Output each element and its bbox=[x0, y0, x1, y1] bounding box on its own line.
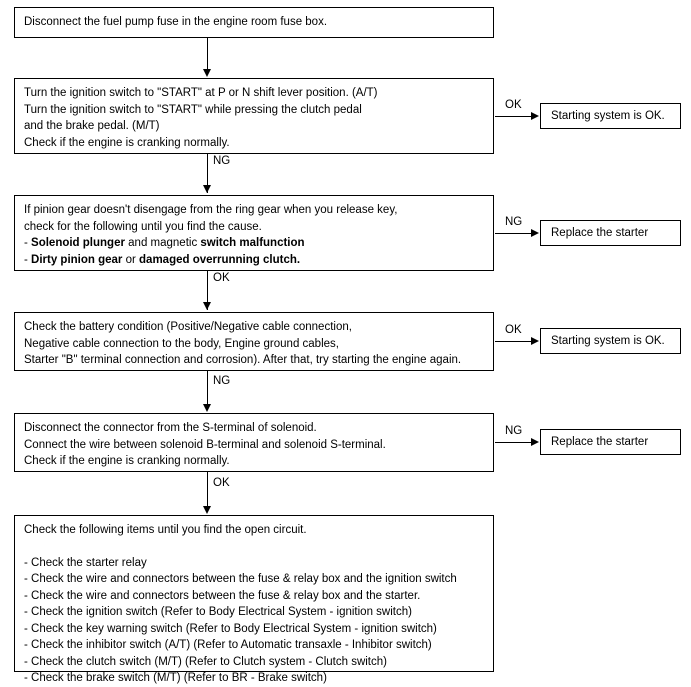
result4-label: Replace the starter bbox=[551, 435, 649, 448]
branch-label-ok-2: OK bbox=[505, 324, 522, 336]
edge-step1-step2-line bbox=[207, 38, 208, 70]
edge-step5-step6-line bbox=[207, 472, 208, 508]
step3-line4-mid: or bbox=[122, 253, 140, 266]
step4-line-2: Negative cable connection to the body, E… bbox=[24, 337, 339, 350]
edge-step5-step6-arrow bbox=[203, 506, 211, 514]
step3-line4-bold-1: Dirty pinion gear bbox=[31, 253, 123, 266]
node-result3[interactable]: Starting system is OK. bbox=[540, 328, 681, 354]
node-result1[interactable]: Starting system is OK. bbox=[540, 103, 681, 129]
node-result2[interactable]: Replace the starter bbox=[540, 220, 681, 246]
node-step2[interactable]: Turn the ignition switch to "START" at P… bbox=[14, 78, 494, 154]
step2-line-4: Check if the engine is cranking normally… bbox=[24, 136, 230, 149]
step3-line-2: check for the following until you find t… bbox=[24, 220, 262, 233]
step6-item-4: - Check the ignition switch (Refer to Bo… bbox=[24, 606, 412, 618]
step6-item-6: - Check the inhibitor switch (A/T) (Refe… bbox=[24, 639, 432, 651]
step6-spacer bbox=[24, 539, 484, 555]
step6-item-8: - Check the brake switch (M/T) (Refer to… bbox=[24, 672, 327, 684]
node-step4[interactable]: Check the battery condition (Positive/Ne… bbox=[14, 312, 494, 371]
step3-line4-bold-2: damaged overrunning clutch. bbox=[139, 253, 301, 266]
step5-line-3: Check if the engine is cranking normally… bbox=[24, 455, 230, 467]
node-step3[interactable]: If pinion gear doesn't disengage from th… bbox=[14, 195, 494, 271]
step6-heading: Check the following items until you find… bbox=[24, 524, 307, 536]
node-step5[interactable]: Disconnect the connector from the S-term… bbox=[14, 413, 494, 472]
step6-item-2: - Check the wire and connectors between … bbox=[24, 573, 457, 585]
step3-line3-mid: and magnetic bbox=[124, 237, 201, 249]
step4-line-3: Starter "B" terminal connection and corr… bbox=[24, 354, 462, 366]
step2-line-3: and the brake pedal. (M/T) bbox=[24, 120, 160, 132]
step3-line3-prefix: - bbox=[24, 237, 32, 249]
branch-label-ng-1: NG bbox=[505, 216, 523, 228]
branch-step3-result2-line bbox=[495, 233, 533, 234]
step4-line-1: Check the battery condition (Positive/Ne… bbox=[24, 321, 352, 333]
edge-step3-step4-arrow bbox=[203, 302, 211, 310]
step3-line3-bold-1: Solenoid plunger bbox=[31, 237, 125, 249]
step1-line-1: Disconnect the fuel pump fuse in the eng… bbox=[24, 16, 328, 28]
edge-label-ng-2: NG bbox=[213, 375, 231, 387]
step6-item-3: - Check the wire and connectors between … bbox=[24, 589, 421, 602]
step5-line-2: Connect the wire between solenoid B-term… bbox=[24, 438, 386, 451]
edge-step2-step3-line bbox=[207, 154, 208, 193]
step6-item-1: - Check the starter relay bbox=[24, 556, 147, 569]
branch-step4-result3-line bbox=[495, 341, 533, 342]
step6-item-7: - Check the clutch switch (M/T) (Refer t… bbox=[24, 655, 387, 668]
branch-step3-result2-arrow bbox=[531, 228, 539, 237]
step2-line-1: Turn the ignition switch to "START" at P… bbox=[24, 87, 378, 99]
edge-step4-step5-line bbox=[207, 371, 208, 405]
step3-line-3: - Solenoid plunger and magnetic switch m… bbox=[24, 235, 484, 252]
branch-label-ok-1: OK bbox=[505, 99, 522, 111]
branch-step2-result1-arrow bbox=[531, 111, 539, 120]
branch-step5-result4-arrow bbox=[531, 437, 539, 446]
node-step6[interactable]: Check the following items until you find… bbox=[14, 515, 494, 684]
node-result4[interactable]: Replace the starter bbox=[540, 429, 681, 455]
edge-step3-step4-line bbox=[207, 271, 208, 310]
step3-line-1: If pinion gear doesn't disengage from th… bbox=[24, 204, 398, 216]
step3-line4-prefix: - bbox=[24, 253, 32, 266]
result1-label: Starting system is OK. bbox=[551, 109, 665, 122]
edge-label-ok-1: OK bbox=[213, 272, 230, 284]
node-step1[interactable]: Disconnect the fuel pump fuse in the eng… bbox=[14, 7, 494, 38]
step5-line-1: Disconnect the connector from the S-term… bbox=[24, 422, 317, 434]
result3-label: Starting system is OK. bbox=[551, 334, 665, 347]
edge-label-ng-1: NG bbox=[213, 155, 231, 167]
branch-step2-result1-line bbox=[495, 116, 533, 117]
step3-line3-bold-2: switch malfunction bbox=[200, 237, 305, 249]
edge-step2-step3-arrow bbox=[203, 185, 211, 193]
branch-step4-result3-arrow bbox=[531, 336, 539, 345]
branch-step5-result4-line bbox=[495, 442, 533, 443]
step2-line-2: Turn the ignition switch to "START" whil… bbox=[24, 103, 362, 116]
edge-step4-step5-arrow bbox=[203, 404, 211, 412]
edge-step1-step2-arrow bbox=[203, 69, 211, 77]
step6-item-5: - Check the key warning switch (Refer to… bbox=[24, 622, 437, 635]
step3-line-4: - Dirty pinion gear or damaged overrunni… bbox=[24, 252, 484, 269]
edge-label-ok-2: OK bbox=[213, 477, 230, 489]
result2-label: Replace the starter bbox=[551, 226, 649, 239]
branch-label-ng-2: NG bbox=[505, 425, 523, 437]
